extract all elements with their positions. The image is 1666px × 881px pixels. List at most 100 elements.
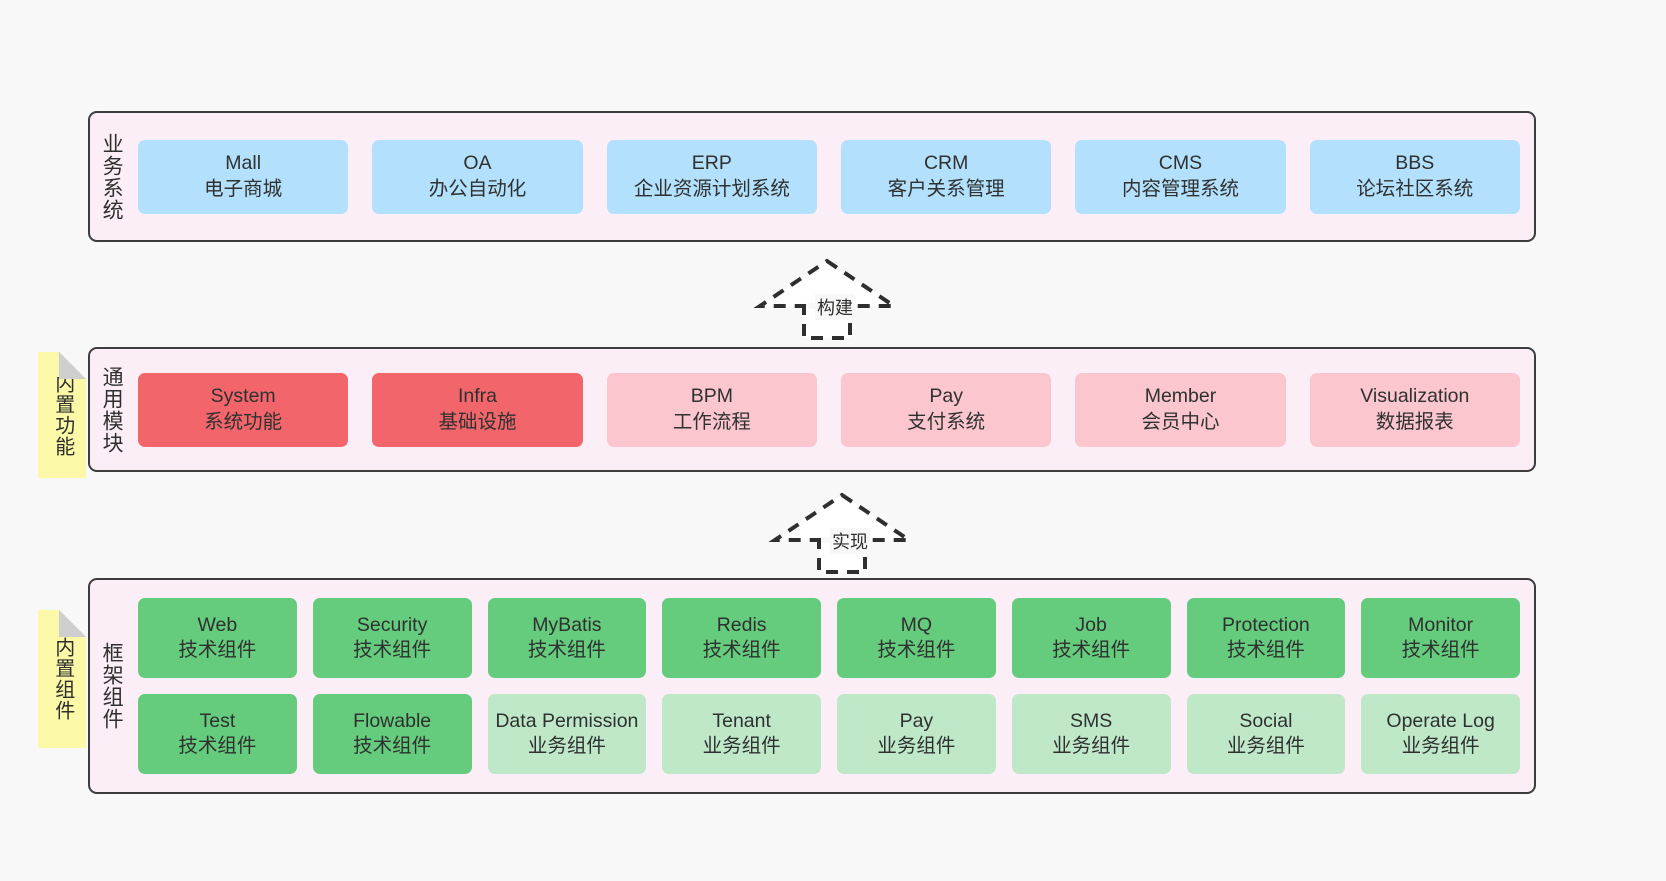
card-subtitle: 工作流程 xyxy=(672,410,751,433)
card-title: Social xyxy=(1239,709,1293,732)
card-title: Visualization xyxy=(1360,385,1470,408)
framework-card-monitor[interactable]: Monitor 技术组件 xyxy=(1361,598,1520,678)
connector-build-label: 构建 xyxy=(815,294,855,320)
card-title: CMS xyxy=(1158,152,1203,175)
card-subtitle: 业务组件 xyxy=(877,735,956,757)
card-title: Infra xyxy=(457,385,497,408)
card-subtitle: 业务组件 xyxy=(1052,735,1131,757)
sticky-tab-builtin-component-label: 内置组件 xyxy=(51,637,74,721)
framework-card-job[interactable]: Job 技术组件 xyxy=(1011,598,1171,678)
card-subtitle: 技术组件 xyxy=(353,639,432,661)
card-title: CRM xyxy=(923,152,969,175)
card-title: Job xyxy=(1075,613,1107,636)
card-subtitle: 技术组件 xyxy=(877,639,956,661)
card-title: MQ xyxy=(900,613,933,636)
card-subtitle: 支付系统 xyxy=(907,410,986,433)
card-subtitle: 办公自动化 xyxy=(428,177,527,200)
card-title: Tenant xyxy=(712,709,771,732)
card-subtitle: 业务组件 xyxy=(702,735,781,757)
card-title: OA xyxy=(463,152,492,175)
framework-card-social[interactable]: Social 业务组件 xyxy=(1186,694,1346,774)
framework-card-test[interactable]: Test 技术组件 xyxy=(138,694,297,774)
framework-card-operate-log[interactable]: Operate Log 业务组件 xyxy=(1361,694,1520,774)
card-subtitle: 系统功能 xyxy=(204,410,283,433)
card-subtitle: 业务组件 xyxy=(1401,735,1480,757)
framework-card-mybatis[interactable]: MyBatis 技术组件 xyxy=(487,598,647,678)
card-subtitle: 技术组件 xyxy=(1052,639,1131,661)
card-subtitle: 技术组件 xyxy=(702,639,781,661)
card-title: Member xyxy=(1144,385,1217,408)
card-title: Monitor xyxy=(1408,613,1474,636)
card-title: Security xyxy=(356,613,428,636)
framework-card-pay[interactable]: Pay 业务组件 xyxy=(837,694,996,774)
card-title: Mall xyxy=(225,152,262,175)
connector-implement-arrow: 实现 xyxy=(768,492,916,574)
layer-title-common-module: 通用模块 xyxy=(100,365,124,454)
card-title: SMS xyxy=(1069,709,1113,732)
framework-card-tenant[interactable]: Tenant 业务组件 xyxy=(662,694,821,774)
card-subtitle: 技术组件 xyxy=(527,639,606,661)
card-title: Redis xyxy=(716,613,767,636)
card-title: MyBatis xyxy=(532,613,602,636)
framework-card-protection[interactable]: Protection 技术组件 xyxy=(1186,598,1346,678)
card-title: Operate Log xyxy=(1386,709,1495,732)
framework-card-security[interactable]: Security 技术组件 xyxy=(312,598,472,678)
framework-card-sms[interactable]: SMS 业务组件 xyxy=(1011,694,1171,774)
card-title: Protection xyxy=(1221,613,1310,636)
framework-card-data-permission[interactable]: Data Permission 业务组件 xyxy=(487,694,647,774)
card-title: Flowable xyxy=(353,709,432,732)
card-title: System xyxy=(210,385,276,408)
card-subtitle: 会员中心 xyxy=(1141,410,1220,433)
card-subtitle: 客户关系管理 xyxy=(887,177,1005,200)
card-title: Data Permission xyxy=(495,709,639,732)
card-title: Pay xyxy=(899,709,934,732)
framework-card-redis[interactable]: Redis 技术组件 xyxy=(662,598,821,678)
connector-implement-label: 实现 xyxy=(830,528,870,554)
card-title: Web xyxy=(197,613,238,636)
framework-card-web[interactable]: Web 技术组件 xyxy=(138,598,297,678)
connector-build-arrow: 构建 xyxy=(753,258,901,340)
card-subtitle: 电子商城 xyxy=(204,177,283,200)
card-subtitle: 业务组件 xyxy=(527,735,606,757)
framework-card-mq[interactable]: MQ 技术组件 xyxy=(837,598,996,678)
card-title: ERP xyxy=(691,152,732,175)
card-subtitle: 技术组件 xyxy=(1401,639,1480,661)
layer-title-framework-component: 框架组件 xyxy=(100,642,124,730)
card-subtitle: 基础设施 xyxy=(438,410,517,433)
card-title: Test xyxy=(199,709,236,732)
card-subtitle: 技术组件 xyxy=(178,639,257,661)
card-subtitle: 技术组件 xyxy=(178,735,257,757)
sticky-tab-builtin-function-label: 内置功能 xyxy=(51,373,74,457)
card-subtitle: 技术组件 xyxy=(353,735,432,757)
card-title: Pay xyxy=(929,385,963,408)
card-title: BBS xyxy=(1395,152,1435,175)
sticky-tab-builtin-component: 内置组件 xyxy=(38,610,86,748)
card-subtitle: 业务组件 xyxy=(1226,735,1305,757)
framework-card-flowable[interactable]: Flowable 技术组件 xyxy=(312,694,472,774)
card-subtitle: 技术组件 xyxy=(1226,639,1305,661)
card-subtitle: 企业资源计划系统 xyxy=(633,177,790,200)
